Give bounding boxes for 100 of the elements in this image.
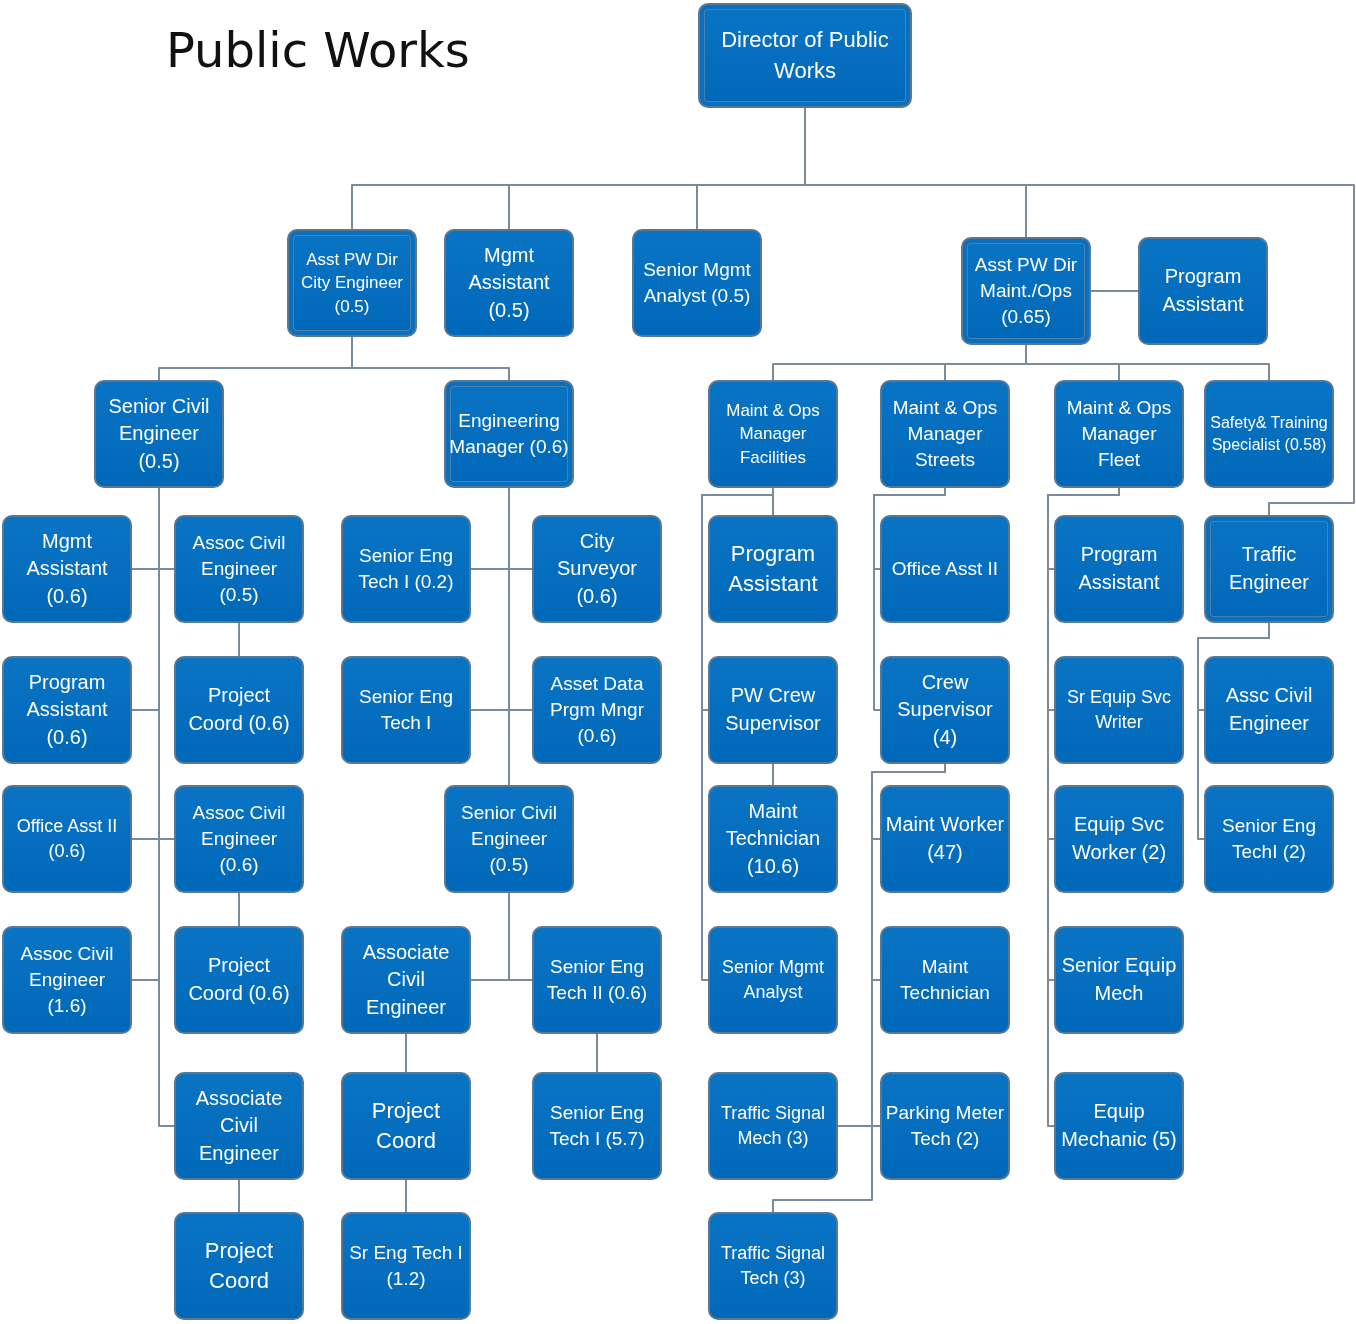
connector-line [405,1179,407,1213]
position-box [880,380,1010,488]
position-title: Senior Eng Tech II (0.6) [545,954,649,1005]
position-box [174,656,304,764]
position-title: Parking Meter Tech (2) [885,1100,1005,1151]
position-title: Senior Mgmt Analyst [720,956,825,1004]
position-box [532,656,662,764]
position-box [532,1072,662,1180]
connector-line [596,1033,598,1073]
position-title: Traffic Engineer [1227,542,1311,595]
position-box [2,785,132,893]
connector-line [508,487,510,786]
position-title: Engineering Manager (0.6) [449,408,569,459]
connector-line [405,1033,407,1073]
position-title: Traffic Signal Mech (3) [719,1102,826,1150]
position-box [287,229,417,337]
position-title: Asset Data Prgm Mngr (0.6) [549,671,645,749]
position-title: Senior Civil Engineer (0.5) [459,800,559,878]
position-title: Sr Equip Svc Writer [1065,686,1172,734]
connector-line [238,892,240,927]
connector-line [1090,290,1139,292]
position-title: Maint & Ops Manager Facilities [725,399,821,469]
position-box [444,229,574,337]
position-box [2,926,132,1034]
position-box [1054,926,1184,1034]
connector-line [1197,622,1270,840]
position-title: Project Coord (0.6) [187,953,291,1006]
position-title: Senior Eng Tech I (5.7) [548,1100,646,1151]
position-box [532,515,662,623]
position-title: Office Asst II (0.6) [15,815,119,863]
chart-title: Public Works [166,22,470,78]
position-box [341,515,471,623]
position-title: Program Assistant [1161,264,1245,317]
position-title: Senior Eng Tech I [358,684,454,735]
position-box [708,515,838,623]
position-box [1054,785,1184,893]
position-title: Safety& Training Specialist (0.58) [1209,412,1329,455]
position-box [2,656,132,764]
position-title: Assoc Civil Engineer (0.5) [191,530,287,608]
position-title: Program Assistant [727,539,819,598]
position-box [1204,380,1334,488]
position-title: Mgmt Assistant (0.5) [467,242,551,323]
position-box [174,785,304,893]
position-title: Senior Eng TechI (2) [1221,813,1317,864]
position-box [708,1072,838,1180]
position-box [1054,1072,1184,1180]
position-box [1204,515,1334,623]
position-title: Program Assistant [1077,542,1161,595]
position-title: City Surveyor (0.6) [556,528,638,609]
position-box [341,1072,471,1180]
position-box [341,926,471,1034]
position-title: Maint Technician [899,954,991,1005]
position-title: Associate Civil Engineer [194,1085,284,1166]
position-box [880,926,1010,1034]
position-title: Asst PW Dir Maint./Ops (0.65) [973,252,1079,330]
connector-line [238,1179,240,1213]
position-box [708,380,838,488]
position-title: Program Assistant (0.6) [25,669,109,750]
position-title: Crew Supervisor (4) [896,669,994,750]
position-box [708,926,838,1034]
connector-line [873,487,946,711]
position-title: Associate Civil Engineer [361,939,451,1020]
position-title: Traffic Signal Tech (3) [719,1242,826,1290]
position-title: Project Coord [203,1236,275,1295]
position-box [880,1072,1010,1180]
position-title: Project Coord [370,1096,442,1155]
connector-line [351,336,510,381]
position-box [94,380,224,488]
connector-line [772,763,774,786]
position-box [708,656,838,764]
position-title: Director of Public Works [720,26,890,85]
position-title: Mgmt Assistant (0.6) [25,528,109,609]
position-title: Sr Eng Tech I (1.2) [348,1240,464,1291]
connector-line [238,622,240,657]
position-box [880,515,1010,623]
connector-line [1025,344,1270,381]
position-title: Senior Eng Tech I (0.2) [357,543,455,594]
position-title: Project Coord (0.6) [187,683,291,736]
position-title: Assoc Civil Engineer (1.6) [19,941,115,1019]
position-box [444,380,574,488]
position-box [444,785,574,893]
position-box [174,1212,304,1320]
position-box [1054,515,1184,623]
position-title: PW Crew Supervisor [724,683,822,736]
position-box [2,515,132,623]
position-title: Office Asst II [891,556,999,581]
position-title: Senior Civil Engineer (0.5) [107,393,211,474]
position-box [1204,785,1334,893]
position-box [174,515,304,623]
position-title: Maint Technician (10.6) [724,798,822,879]
position-box [698,3,912,108]
position-box [880,785,1010,893]
connector-line [508,892,533,981]
position-title: Equip Svc Worker (2) [1070,812,1168,865]
position-title: Senior Equip Mech [1060,953,1178,1006]
position-box [532,926,662,1034]
position-title: Maint Worker (47) [885,812,1005,865]
position-box [174,1072,304,1180]
position-box [880,656,1010,764]
position-box [174,926,304,1034]
